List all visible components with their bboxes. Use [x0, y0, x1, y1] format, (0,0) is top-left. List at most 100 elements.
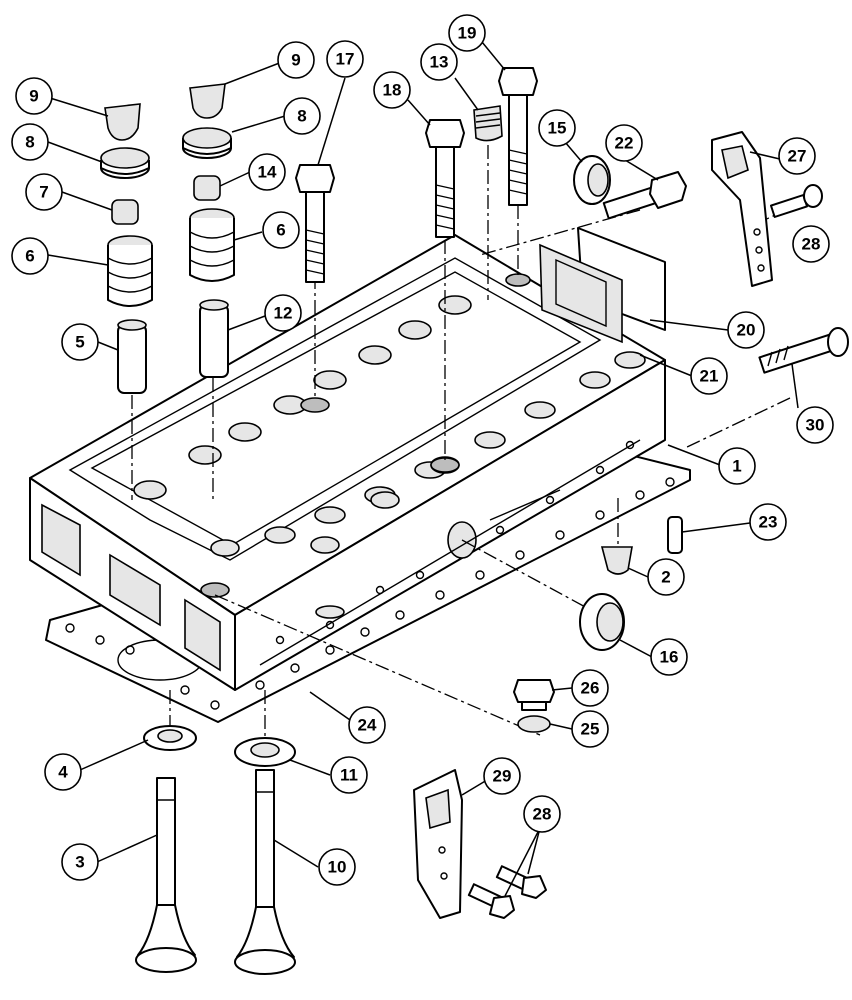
callout-13: 13 [420, 43, 458, 81]
head-bolt-19 [498, 67, 538, 206]
svg-text:13: 13 [430, 53, 449, 72]
rear-seal [573, 155, 611, 205]
callout-2: 2 [647, 558, 685, 596]
svg-text:22: 22 [615, 134, 634, 153]
svg-text:14: 14 [258, 163, 277, 182]
callout-7: 7 [25, 173, 63, 211]
callout-3: 3 [61, 843, 99, 881]
drain-plug [513, 679, 555, 711]
valve-spring-right [189, 208, 235, 282]
callout-9-right: 9 [277, 41, 315, 79]
svg-text:6: 6 [25, 247, 34, 266]
callout-26: 26 [571, 669, 609, 707]
svg-text:18: 18 [383, 81, 402, 100]
svg-text:9: 9 [29, 87, 38, 106]
svg-text:20: 20 [737, 321, 756, 340]
head-bolt-17 [295, 164, 335, 283]
cylinder-head [29, 234, 666, 691]
svg-text:30: 30 [806, 416, 825, 435]
svg-text:23: 23 [759, 513, 778, 532]
svg-text:16: 16 [660, 648, 679, 667]
valve-guide-inlet [117, 319, 147, 394]
sealing-sleeve [600, 546, 633, 575]
injector-sleeve [579, 593, 625, 651]
callout-1: 1 [718, 447, 756, 485]
core-plug [473, 105, 503, 142]
svg-text:27: 27 [788, 147, 807, 166]
callout-8-left: 8 [11, 123, 49, 161]
svg-text:28: 28 [802, 235, 821, 254]
svg-text:25: 25 [581, 720, 600, 739]
callout-4: 4 [44, 753, 82, 791]
dowel-pin [667, 516, 683, 554]
valve-seat-washer-exhaust [234, 737, 296, 767]
callout-15: 15 [538, 109, 576, 147]
valve-collet-right [189, 83, 226, 119]
callout-8-right: 8 [283, 97, 321, 135]
svg-text:8: 8 [297, 107, 306, 126]
lifting-bracket-front [413, 769, 463, 919]
callout-14: 14 [248, 153, 286, 191]
svg-text:19: 19 [458, 24, 477, 43]
head-bolt-18 [425, 119, 465, 238]
svg-text:6: 6 [276, 221, 285, 240]
spring-cap-left [100, 147, 150, 179]
svg-text:8: 8 [25, 133, 34, 152]
callout-24: 24 [348, 706, 386, 744]
cover-plate-gasket [539, 243, 623, 344]
callout-6-left: 6 [11, 237, 49, 275]
svg-text:3: 3 [75, 853, 84, 872]
callout-28-bottom: 28 [523, 795, 561, 833]
svg-text:2: 2 [661, 568, 670, 587]
callout-5: 5 [61, 323, 99, 361]
leader-lines [47, 41, 799, 897]
valve-collet-left [104, 103, 141, 141]
callout-20: 20 [727, 311, 765, 349]
svg-text:4: 4 [58, 763, 68, 782]
bracket-bolt-lower-2 [467, 883, 515, 919]
svg-text:29: 29 [493, 767, 512, 786]
callout-28-top: 28 [792, 225, 830, 263]
callout-10: 10 [318, 848, 356, 886]
callout-21: 21 [690, 357, 728, 395]
lifting-bracket-rear [711, 131, 773, 287]
callout-22: 22 [605, 124, 643, 162]
svg-text:28: 28 [533, 805, 552, 824]
callout-9-left: 9 [15, 77, 53, 115]
svg-text:9: 9 [291, 51, 300, 70]
svg-text:12: 12 [274, 304, 293, 323]
callout-18: 18 [373, 71, 411, 109]
svg-text:1: 1 [732, 457, 741, 476]
svg-text:10: 10 [328, 858, 347, 877]
svg-text:15: 15 [548, 119, 567, 138]
drain-plug-washer [517, 715, 551, 733]
spring-cap-right [182, 127, 232, 159]
callout-17: 17 [326, 40, 364, 78]
callout-23: 23 [749, 503, 787, 541]
inlet-valve [135, 777, 197, 973]
callout-16: 16 [650, 638, 688, 676]
callout-11: 11 [330, 756, 368, 794]
valve-guide-exhaust [199, 299, 229, 378]
svg-text:7: 7 [39, 183, 48, 202]
callout-25: 25 [571, 710, 609, 748]
callout-29: 29 [483, 757, 521, 795]
callout-30: 30 [796, 406, 834, 444]
svg-text:21: 21 [700, 367, 719, 386]
exhaust-valve [234, 769, 296, 975]
svg-text:26: 26 [581, 679, 600, 698]
side-bolt [758, 327, 849, 374]
valve-spring-left [107, 235, 153, 307]
valve-stem-seal [111, 199, 139, 225]
svg-text:11: 11 [340, 766, 358, 785]
svg-text:5: 5 [75, 333, 84, 352]
bracket-bolt-lower-1 [495, 865, 547, 899]
svg-text:17: 17 [336, 50, 355, 69]
callout-19: 19 [448, 14, 486, 52]
valve-seat-washer-inlet [143, 725, 197, 751]
flange-bolt [602, 171, 687, 220]
callout-6-right: 6 [262, 211, 300, 249]
svg-text:24: 24 [358, 716, 377, 735]
callout-12: 12 [264, 294, 302, 332]
